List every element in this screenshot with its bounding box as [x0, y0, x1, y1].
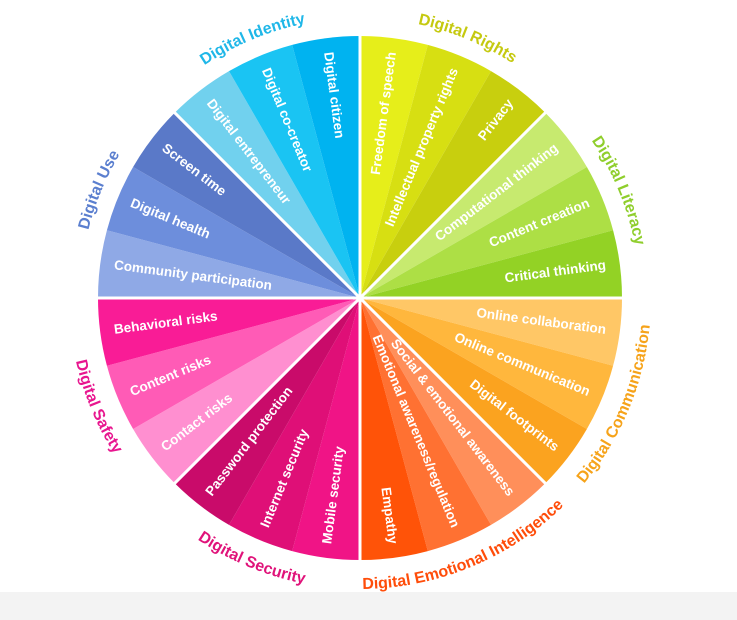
segment-online-collaboration [360, 298, 622, 366]
segment-online-communication [360, 298, 614, 429]
segment-internet-security [229, 298, 360, 552]
segment-privacy [360, 71, 546, 298]
segment-digital-citizen [292, 36, 360, 298]
segment-intellectual-property-rights [360, 44, 491, 299]
sub-label-empathy: Empathy [378, 486, 400, 545]
category-dividers [97, 35, 623, 561]
segment-computational-thinking [360, 112, 587, 298]
segment-mobile-security [292, 298, 360, 560]
segment-digital-footprints [360, 298, 587, 484]
segment-digital-health [106, 167, 361, 298]
divider-digital-identity [172, 110, 362, 300]
segment-screen-time [133, 112, 360, 298]
segment-behavioral-risks [98, 298, 360, 366]
bottom-band [0, 592, 737, 620]
segment-contact-risks [133, 298, 360, 484]
segment-community-participation [98, 230, 360, 298]
segment-digital-co-creator [229, 44, 360, 299]
segment-social-emotional-awareness [360, 298, 546, 525]
segment-empathy [360, 298, 428, 560]
divider-digital-literacy [358, 110, 548, 300]
segment-content-risks [106, 298, 361, 429]
segment-freedom-of-speech [360, 36, 428, 298]
segment-digital-entrepreneur [174, 71, 360, 298]
wheel-segments [98, 36, 622, 560]
segment-content-creation [360, 167, 614, 298]
divider-digital-emotional-intelligence [358, 296, 548, 486]
segment-password-protection [174, 298, 360, 525]
segment-emotional-awareness-regulation [360, 298, 491, 552]
segment-critical-thinking [360, 230, 622, 298]
divider-digital-safety [172, 296, 362, 486]
